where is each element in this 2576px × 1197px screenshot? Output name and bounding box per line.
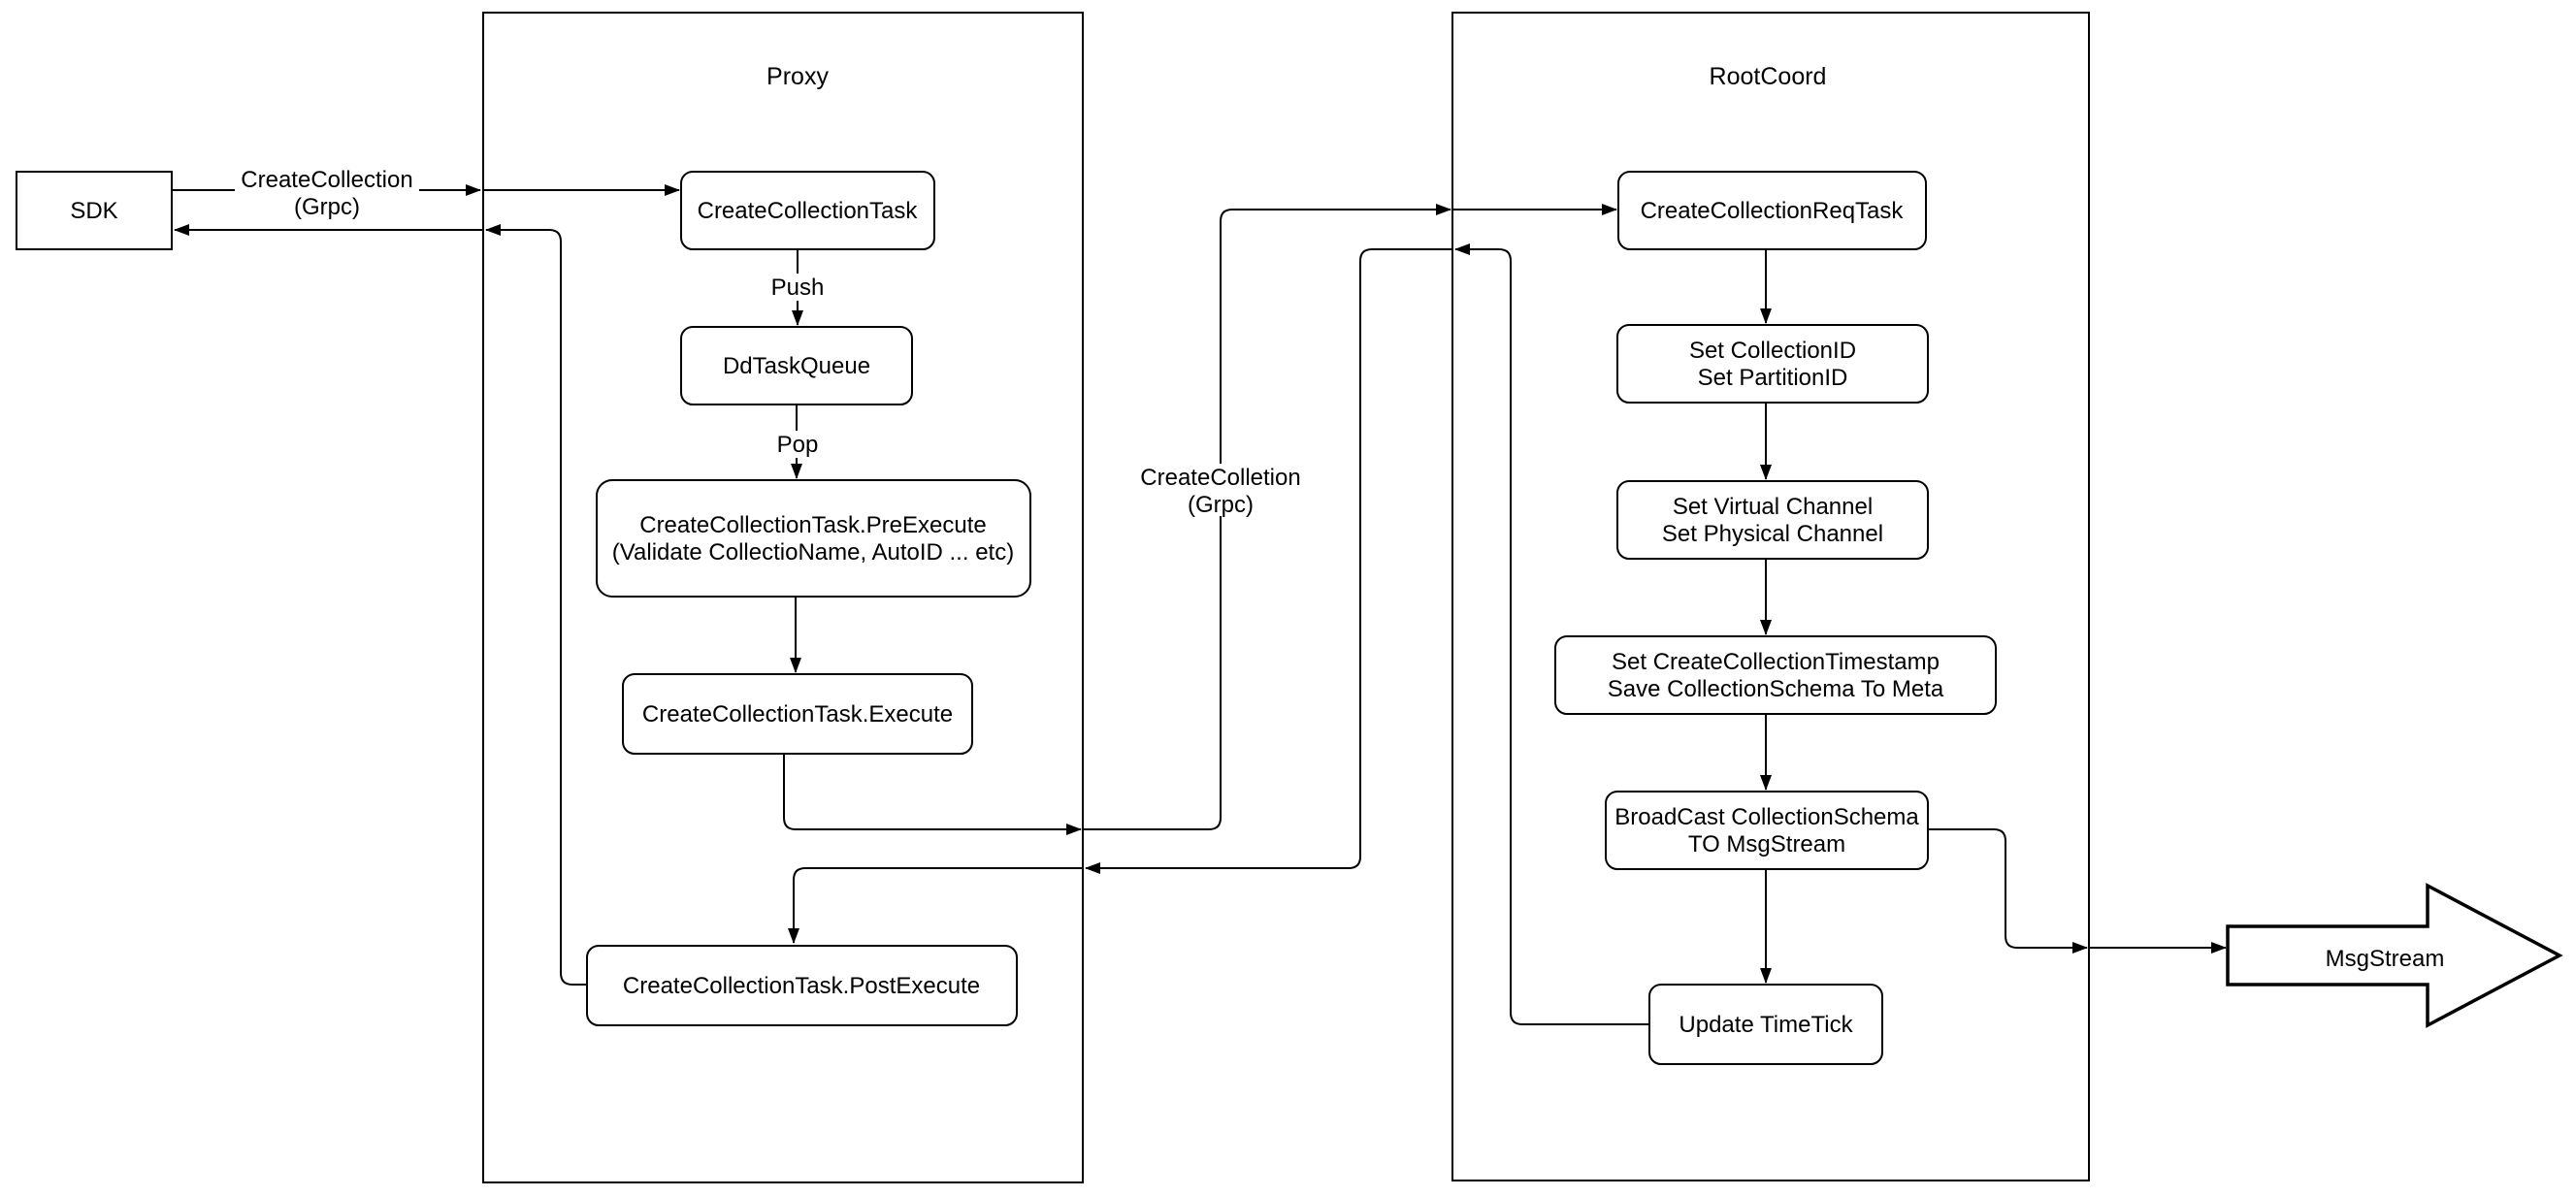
edge-label-pop: Pop bbox=[768, 431, 827, 458]
dd-task-queue-box bbox=[680, 326, 913, 405]
edge-execute-to-proxyborder bbox=[783, 754, 1082, 835]
post-execute-box bbox=[586, 945, 1018, 1026]
save-schema-label-line2: Save CollectionSchema To Meta bbox=[1608, 676, 1944, 702]
edge-label-createcolletion: CreateColletion bbox=[1140, 465, 1300, 491]
set-partition-id-label-line2: Set PartitionID bbox=[1698, 365, 1848, 391]
broadcast-schema-label-line1: BroadCast CollectionSchema bbox=[1614, 804, 1919, 830]
create-collection-task-label: CreateCollectionTask bbox=[698, 198, 919, 224]
post-execute-label: CreateCollectionTask.PostExecute bbox=[623, 973, 980, 999]
msgstream-arrow: MsgStream bbox=[2226, 883, 2563, 1028]
edge-updatetimetick-to-rootcoordborder bbox=[1454, 243, 1649, 1025]
msgstream-label: MsgStream bbox=[2326, 946, 2445, 972]
set-collection-partition-id-node: Set CollectionID Set PartitionID bbox=[1616, 324, 1929, 404]
sdk-node: SDK bbox=[16, 171, 173, 250]
edge-label-push: Push bbox=[765, 274, 831, 301]
edge-broadcast-to-rootcoordborder bbox=[1928, 828, 2088, 954]
edge-label-bg bbox=[1132, 464, 1309, 491]
edge-label-pop-text: Pop bbox=[777, 432, 819, 458]
edge-postexecute-to-proxyborder bbox=[485, 224, 587, 986]
edge-label-bg bbox=[1182, 491, 1259, 516]
set-timestamp-save-schema-box bbox=[1554, 635, 1997, 715]
create-collection-req-task-box bbox=[1617, 171, 1927, 250]
create-collection-task-node: CreateCollectionTask bbox=[680, 171, 935, 250]
set-virtual-channel-label-line1: Set Virtual Channel bbox=[1673, 494, 1873, 520]
edge-proxyborder-to-postexecute bbox=[788, 867, 1083, 944]
set-timestamp-label-line1: Set CreateCollectionTimestamp bbox=[1612, 649, 1940, 675]
dd-task-queue-label: DdTaskQueue bbox=[723, 353, 870, 379]
rootcoord-container-title: RootCoord bbox=[1710, 63, 1827, 90]
edge-proxy-to-rootcoord bbox=[1083, 204, 1451, 830]
pre-execute-label-line2: (Validate CollectioName, AutoID ... etc) bbox=[612, 539, 1014, 566]
sdk-node-label: SDK bbox=[70, 198, 117, 224]
update-timetick-node: Update TimeTick bbox=[1648, 984, 1883, 1065]
proxy-container-title: Proxy bbox=[766, 63, 829, 90]
set-channels-node: Set Virtual Channel Set Physical Channel bbox=[1616, 480, 1929, 560]
edge-label-grpc: (Grpc) bbox=[294, 194, 360, 220]
sdk-node-box bbox=[16, 171, 173, 250]
create-collection-task-box bbox=[680, 171, 935, 250]
msgstream-arrow-shape bbox=[2226, 883, 2563, 1028]
set-collection-id-label-line1: Set CollectionID bbox=[1689, 338, 1856, 364]
edge-label-push-text: Push bbox=[771, 275, 825, 301]
set-collection-partition-id-box bbox=[1616, 324, 1929, 404]
pre-execute-node: CreateCollectionTask.PreExecute (Validat… bbox=[596, 479, 1031, 598]
set-physical-channel-label-line2: Set Physical Channel bbox=[1662, 521, 1883, 547]
edge-label-bg bbox=[288, 195, 366, 218]
edge-label-createcollection: CreateCollection bbox=[241, 167, 412, 193]
execute-box bbox=[622, 673, 973, 755]
pre-execute-label-line1: CreateCollectionTask.PreExecute bbox=[639, 512, 987, 538]
broadcast-schema-box bbox=[1605, 791, 1929, 870]
edge-rootcoord-to-proxy-return bbox=[1085, 248, 1452, 874]
edge-label-grpc-middle: CreateColletion (Grpc) bbox=[1132, 464, 1309, 518]
set-timestamp-save-schema-node: Set CreateCollectionTimestamp Save Colle… bbox=[1554, 635, 1997, 715]
update-timetick-label: Update TimeTick bbox=[1679, 1012, 1853, 1038]
broadcast-schema-node: BroadCast CollectionSchema TO MsgStream bbox=[1605, 791, 1929, 870]
set-channels-box bbox=[1616, 480, 1929, 560]
edge-label-bg bbox=[768, 431, 827, 458]
execute-node: CreateCollectionTask.Execute bbox=[622, 673, 973, 755]
broadcast-schema-label-line2: TO MsgStream bbox=[1688, 831, 1845, 857]
execute-label: CreateCollectionTask.Execute bbox=[642, 701, 953, 728]
edge-label-bg bbox=[765, 274, 831, 301]
pre-execute-box bbox=[596, 479, 1031, 598]
edge-label-bg bbox=[235, 167, 419, 192]
create-collection-req-task-label: CreateCollectionReqTask bbox=[1641, 198, 1905, 224]
post-execute-node: CreateCollectionTask.PostExecute bbox=[586, 945, 1018, 1026]
create-collection-req-task-node: CreateCollectionReqTask bbox=[1617, 171, 1927, 250]
dd-task-queue-node: DdTaskQueue bbox=[680, 326, 913, 405]
edge-label-grpc2: (Grpc) bbox=[1188, 492, 1254, 518]
edge-label-sdk-grpc: CreateCollection (Grpc) bbox=[235, 167, 419, 220]
update-timetick-box bbox=[1648, 984, 1883, 1065]
